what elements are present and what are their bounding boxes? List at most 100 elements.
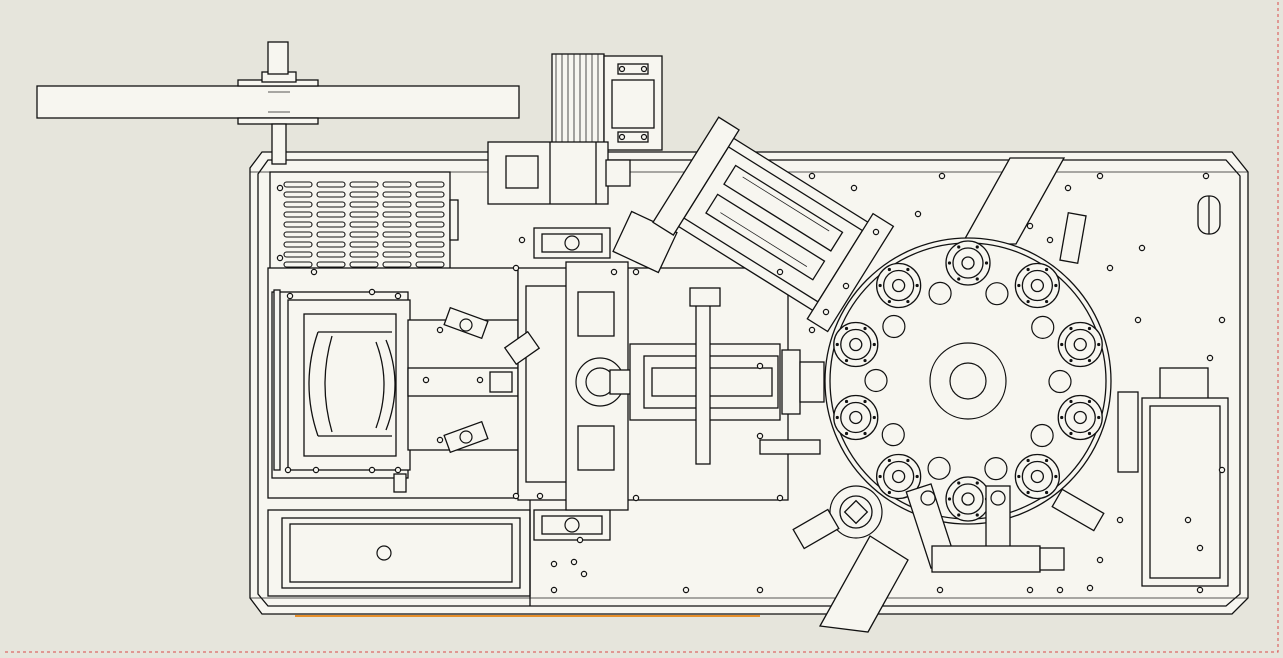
- bracket-arms: [443, 306, 489, 454]
- mount-hole: [1096, 556, 1104, 564]
- turret-station: [875, 262, 922, 309]
- diagonal-strap: [818, 157, 1066, 633]
- mount-hole: [776, 494, 784, 502]
- clamp-blocks: [533, 227, 611, 541]
- mount-hole: [1026, 222, 1034, 230]
- turret-inner-hole: [928, 281, 952, 305]
- grille-slot: [382, 191, 412, 198]
- turret-station: [1014, 262, 1061, 309]
- grille-slot: [382, 261, 412, 268]
- mount-hole: [368, 466, 376, 474]
- mount-hole: [1064, 184, 1072, 192]
- swing-arms: [792, 483, 1105, 573]
- vent-grille: [269, 171, 459, 273]
- grille-slot: [415, 251, 445, 258]
- right-end-unit: [1059, 195, 1229, 587]
- mount-hole: [512, 492, 520, 500]
- grille-slot: [415, 211, 445, 218]
- turret-inner-hole: [1048, 369, 1072, 394]
- mount-hole: [436, 326, 444, 334]
- rotary-turret: [824, 237, 1112, 525]
- turret-inner-hole: [881, 423, 905, 447]
- mount-hole: [518, 236, 526, 244]
- left-clamp-frame: [267, 267, 519, 499]
- turret-inner-hole: [927, 456, 951, 480]
- grille-slot: [415, 261, 445, 268]
- grille-slot: [316, 221, 346, 228]
- mount-hole: [576, 536, 584, 544]
- grille-slot: [283, 221, 313, 228]
- grille-slot: [349, 261, 379, 268]
- angled-feeder: [652, 116, 895, 333]
- mount-hole: [914, 210, 922, 218]
- grille-slot: [316, 211, 346, 218]
- mount-hole: [394, 466, 402, 474]
- mount-hole: [570, 558, 578, 566]
- turret-station: [833, 321, 879, 368]
- grille-slot: [382, 231, 412, 238]
- turret-station: [1057, 321, 1103, 368]
- mount-hole: [1086, 584, 1094, 592]
- grille-slot: [316, 261, 346, 268]
- grille-slot: [415, 221, 445, 228]
- mount-hole: [756, 586, 764, 594]
- grille-slot: [283, 191, 313, 198]
- mount-hole: [276, 184, 284, 192]
- mount-hole: [682, 586, 690, 594]
- mount-hole: [756, 362, 764, 370]
- mount-hole: [550, 560, 558, 568]
- grille-slot: [316, 241, 346, 248]
- mount-hole: [580, 570, 588, 578]
- mount-hole: [610, 268, 618, 276]
- grille-slot: [283, 181, 313, 188]
- mount-hole: [1106, 264, 1114, 272]
- grille-slot: [382, 201, 412, 208]
- mount-hole: [1134, 316, 1142, 324]
- turret-inner-hole: [882, 314, 906, 339]
- turret-inner-hole: [1031, 315, 1055, 339]
- mount-hole: [310, 268, 318, 276]
- mount-hole: [938, 172, 946, 180]
- center-slide: [503, 210, 825, 511]
- mount-hole: [1196, 586, 1204, 594]
- grille-slot: [283, 201, 313, 208]
- mount-hole: [512, 264, 520, 272]
- grille-slot: [382, 181, 412, 188]
- turret-station: [1057, 394, 1103, 441]
- mount-hole: [368, 288, 376, 296]
- grille-slot: [316, 181, 346, 188]
- grille-slot: [316, 201, 346, 208]
- grille-slot: [415, 181, 445, 188]
- grille-slot: [283, 261, 313, 268]
- mount-hole: [436, 436, 444, 444]
- motor: [487, 53, 663, 205]
- grille-slot: [283, 211, 313, 218]
- mount-hole: [842, 282, 850, 290]
- mount-hole: [776, 268, 784, 276]
- grille-slot: [349, 221, 379, 228]
- grille-slot: [349, 241, 379, 248]
- grille-slot: [349, 211, 379, 218]
- mount-hole: [1026, 586, 1034, 594]
- mount-hole: [808, 326, 816, 334]
- grille-slot: [382, 251, 412, 258]
- grille-slot: [283, 241, 313, 248]
- grille-slot: [349, 201, 379, 208]
- mounting-holes: [276, 172, 1226, 594]
- mount-hole: [850, 184, 858, 192]
- grille-slot: [283, 231, 313, 238]
- mount-hole: [394, 292, 402, 300]
- turret-station: [945, 476, 991, 522]
- mount-hole: [286, 292, 294, 300]
- mount-hole: [756, 432, 764, 440]
- turret-inner-hole: [984, 457, 1008, 481]
- mount-hole: [284, 466, 292, 474]
- mount-hole: [1096, 172, 1104, 180]
- mount-hole: [1206, 354, 1214, 362]
- grille-slot: [415, 231, 445, 238]
- grille-slot: [349, 191, 379, 198]
- mount-hole: [276, 254, 284, 262]
- mount-hole: [1196, 544, 1204, 552]
